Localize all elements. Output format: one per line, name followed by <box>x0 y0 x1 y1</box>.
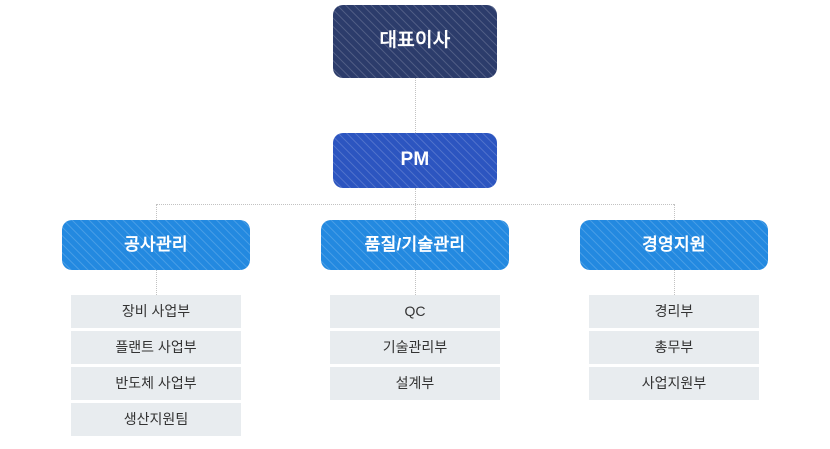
leaf-label: 장비 사업부 <box>121 302 191 319</box>
list-item[interactable]: 사업지원부 <box>589 367 759 400</box>
node-ceo[interactable]: 대표이사 <box>333 5 497 78</box>
connector-bus-to-branch-2 <box>674 204 675 220</box>
list-item[interactable]: 생산지원팀 <box>71 403 241 436</box>
connector-bus-to-branch-0 <box>156 204 157 220</box>
node-pm-label: PM <box>400 149 430 171</box>
node-branch-1[interactable]: 품질/기술관리 <box>321 220 509 270</box>
leaf-label: 반도체 사업부 <box>115 374 197 391</box>
leaf-list-1: QC 기술관리부 설계부 <box>330 295 500 403</box>
connector-branch-2-to-leaves <box>674 270 675 295</box>
branch-column-1: 품질/기술관리 QC 기술관리부 설계부 <box>321 0 509 449</box>
leaf-list-0: 장비 사업부 플랜트 사업부 반도체 사업부 생산지원팀 <box>71 295 241 439</box>
leaf-label: 기술관리부 <box>382 338 448 355</box>
leaf-label: 경리부 <box>654 302 694 319</box>
node-branch-0-label: 공사관리 <box>124 234 188 254</box>
leaf-label: QC <box>404 302 426 319</box>
connector-bus-to-branch-1 <box>415 204 416 220</box>
branch-column-0: 공사관리 장비 사업부 플랜트 사업부 반도체 사업부 생산지원팀 <box>62 0 250 449</box>
branch-column-2: 경영지원 경리부 총무부 사업지원부 <box>580 0 768 449</box>
list-item[interactable]: 총무부 <box>589 331 759 364</box>
list-item[interactable]: 경리부 <box>589 295 759 328</box>
node-branch-1-label: 품질/기술관리 <box>364 234 466 254</box>
node-branch-2[interactable]: 경영지원 <box>580 220 768 270</box>
leaf-label: 사업지원부 <box>641 374 707 391</box>
leaf-label: 설계부 <box>395 374 435 391</box>
leaf-label: 플랜트 사업부 <box>115 338 197 355</box>
list-item[interactable]: 플랜트 사업부 <box>71 331 241 364</box>
connector-pm-to-bus <box>415 188 416 204</box>
list-item[interactable]: 장비 사업부 <box>71 295 241 328</box>
node-ceo-label: 대표이사 <box>379 30 451 52</box>
connector-branch-0-to-leaves <box>156 270 157 295</box>
list-item[interactable]: 기술관리부 <box>330 331 500 364</box>
node-pm[interactable]: PM <box>333 133 497 188</box>
connector-branch-1-to-leaves <box>415 270 416 295</box>
leaf-label: 총무부 <box>654 338 694 355</box>
node-branch-0[interactable]: 공사관리 <box>62 220 250 270</box>
leaf-label: 생산지원팀 <box>123 410 189 427</box>
list-item[interactable]: QC <box>330 295 500 328</box>
list-item[interactable]: 반도체 사업부 <box>71 367 241 400</box>
leaf-list-2: 경리부 총무부 사업지원부 <box>589 295 759 403</box>
connector-ceo-to-pm <box>415 78 416 133</box>
node-branch-2-label: 경영지원 <box>642 234 706 254</box>
list-item[interactable]: 설계부 <box>330 367 500 400</box>
